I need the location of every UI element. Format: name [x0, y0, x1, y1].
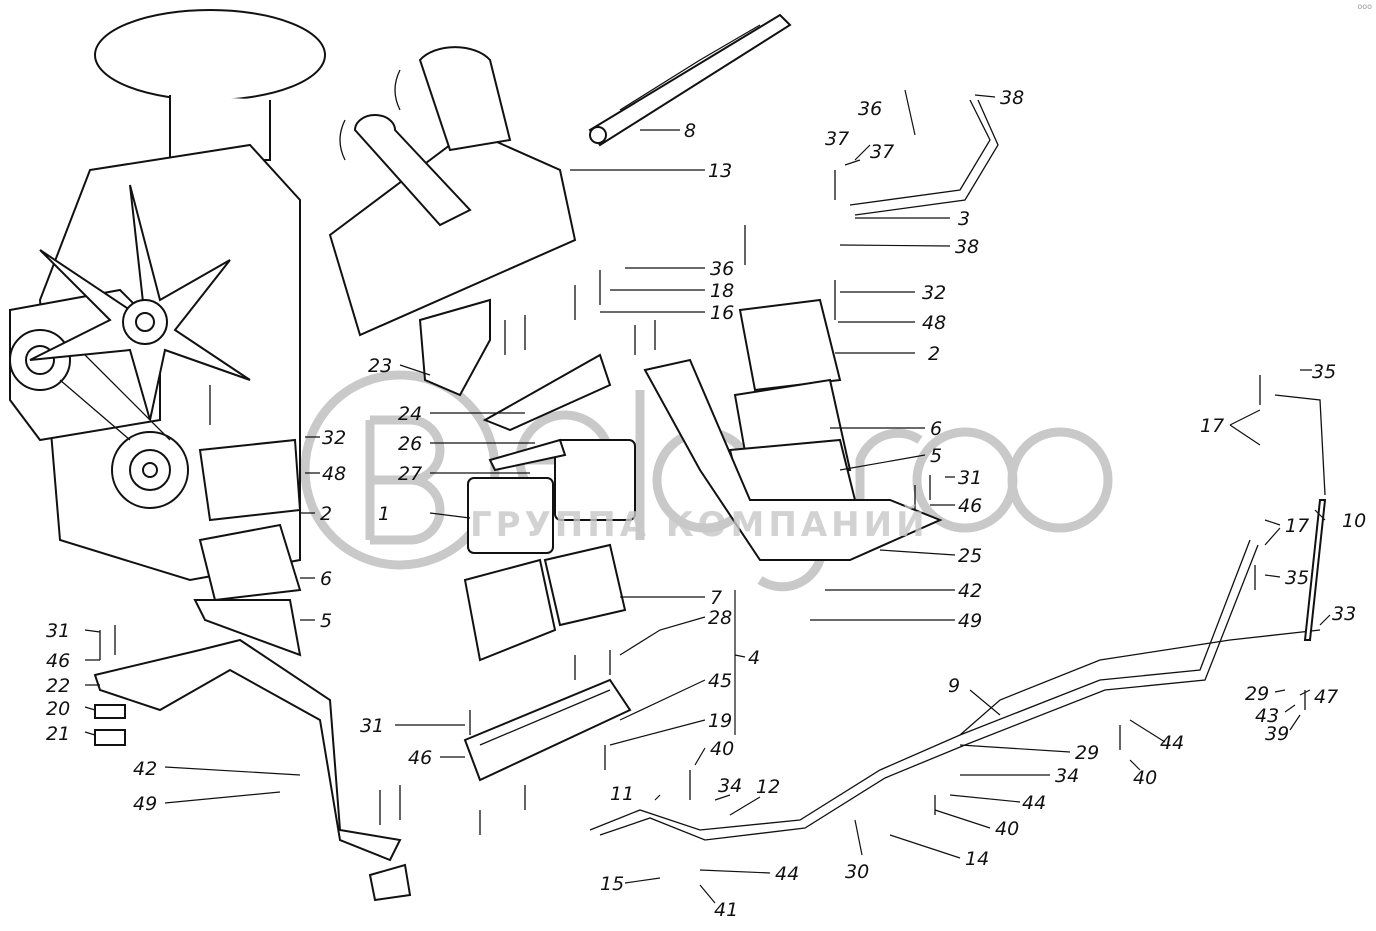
- callout-42: 42: [133, 758, 157, 780]
- frame-bracket-left: [93, 638, 412, 902]
- callout-17: 17: [1200, 415, 1224, 437]
- callout-49: 49: [958, 610, 982, 632]
- callout-48: 48: [322, 463, 346, 485]
- callout-35: 35: [1312, 361, 1336, 383]
- callout-18: 18: [710, 280, 734, 302]
- fasteners: [99, 170, 1306, 835]
- callout-40: 40: [710, 738, 734, 760]
- callout-6: 6: [930, 418, 942, 440]
- callout-21: 21: [46, 723, 70, 745]
- callout-6: 6: [320, 568, 332, 590]
- callout-40: 40: [1133, 767, 1157, 789]
- callout-34: 34: [1055, 765, 1079, 787]
- callout-40: 40: [995, 818, 1019, 840]
- callout-19: 19: [708, 710, 732, 732]
- callout-37: 37: [870, 141, 894, 163]
- callout-41: 41: [714, 899, 738, 921]
- callout-29: 29: [1245, 683, 1269, 705]
- callout-34: 34: [718, 775, 742, 797]
- callout-38: 38: [1000, 87, 1024, 109]
- callout-20: 20: [46, 698, 70, 720]
- muffler-illustration: [328, 46, 577, 337]
- watermark-subtitle: ГРУППА КОМПАНИЙ: [470, 505, 929, 545]
- callout-13: 13: [708, 160, 732, 182]
- callout-49: 49: [133, 793, 157, 815]
- callout-29: 29: [1075, 742, 1099, 764]
- callout-10: 10: [1342, 510, 1366, 532]
- callout-24: 24: [398, 403, 422, 425]
- callout-45: 45: [708, 670, 732, 692]
- callout-33: 33: [1332, 603, 1356, 625]
- callout-36: 36: [710, 258, 734, 280]
- callout-48: 48: [922, 312, 946, 334]
- callout-30: 30: [845, 861, 869, 883]
- callout-3: 3: [958, 208, 970, 230]
- callout-1: 1: [378, 503, 390, 525]
- callout-15: 15: [600, 873, 624, 895]
- callout-labels: 8 13 36 38 37 37 3 38 36 18 16 32 48 2 2…: [46, 87, 1366, 921]
- callout-36: 36: [858, 98, 882, 120]
- callout-31: 31: [360, 715, 384, 737]
- callout-42: 42: [958, 580, 982, 602]
- callout-2: 2: [928, 343, 940, 365]
- callout-43: 43: [1255, 705, 1279, 727]
- callout-47: 47: [1314, 686, 1338, 708]
- callout-23: 23: [368, 355, 392, 377]
- callout-11: 11: [610, 783, 634, 805]
- callout-27: 27: [398, 463, 422, 485]
- callout-7: 7: [710, 587, 722, 609]
- callout-26: 26: [398, 433, 422, 455]
- callout-32: 32: [322, 427, 346, 449]
- callout-5: 5: [320, 610, 332, 632]
- callout-17: 17: [1285, 515, 1309, 537]
- callout-28: 28: [708, 607, 732, 629]
- callout-31: 31: [46, 620, 70, 642]
- callout-5: 5: [930, 445, 942, 467]
- callout-46: 46: [958, 495, 982, 517]
- mount-rail: [463, 678, 632, 782]
- callout-22: 22: [46, 675, 70, 697]
- callout-44: 44: [1022, 792, 1046, 814]
- callout-4: 4: [748, 647, 760, 669]
- corner-mark: ооо: [1357, 2, 1372, 11]
- callout-14: 14: [965, 848, 989, 870]
- callout-9: 9: [948, 675, 960, 697]
- callout-16: 16: [710, 302, 734, 324]
- callout-31: 31: [958, 467, 982, 489]
- fuel-lines: [589, 99, 1327, 841]
- callout-38: 38: [955, 236, 979, 258]
- callout-46: 46: [408, 747, 432, 769]
- callout-12: 12: [756, 776, 780, 798]
- callout-44: 44: [775, 863, 799, 885]
- callout-2: 2: [320, 503, 332, 525]
- callout-46: 46: [46, 650, 70, 672]
- callout-44: 44: [1160, 732, 1184, 754]
- callout-37: 37: [825, 128, 849, 150]
- hose-part: [588, 13, 792, 147]
- callout-25: 25: [958, 545, 982, 567]
- callout-32: 32: [922, 282, 946, 304]
- engine-mount-pads: [193, 298, 636, 662]
- callout-35: 35: [1285, 567, 1309, 589]
- mount-brackets-right: [643, 298, 943, 561]
- callout-39: 39: [1265, 723, 1289, 745]
- leader-lines: [84, 89, 1331, 904]
- callout-8: 8: [684, 120, 696, 142]
